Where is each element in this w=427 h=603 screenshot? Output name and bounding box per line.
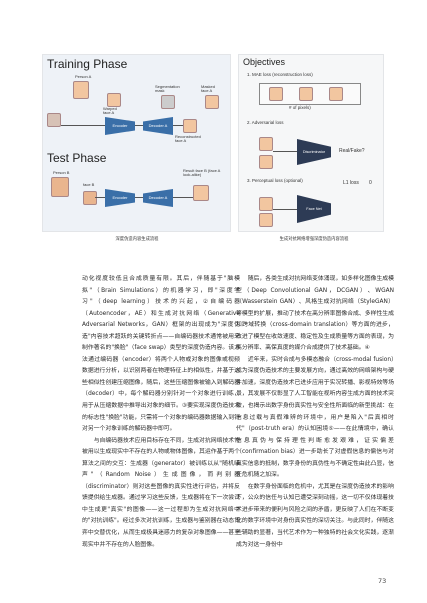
decoder-a-block-test: Decoder A <box>143 189 173 207</box>
mae-face-3 <box>329 87 343 101</box>
objective-mae-loss: 1. MAE loss (reconstruction loss) <box>247 72 313 77</box>
objective-perceptual-loss: 3. Perceptual loss (optional) <box>247 178 303 183</box>
face-b <box>83 191 97 205</box>
segmentation-mask <box>161 95 175 109</box>
paragraph: 与自编码器技术应用目标存在不同，生成对抗网络技术常被用以生成现实中不存在的人物或… <box>82 437 240 548</box>
encoder-block: Encoder <box>105 117 135 135</box>
face-net-block: Face Net <box>297 195 331 223</box>
segmentation-mask-label: Segmentation mask <box>155 84 180 94</box>
zero-label: 0 <box>369 180 372 186</box>
reconstructed-face-a <box>183 119 197 133</box>
flow-arrow <box>95 197 105 198</box>
paragraph: 在数字身份面临的危机中，尤其是在深度伪造技术的影响下，公众的信任与认知已遭受深刻… <box>236 483 394 548</box>
result-face-b <box>193 185 209 201</box>
left-text-column: 动化视度较低且合成质量有限。其后，伴随基于"脑模拟"（Brain Simulat… <box>82 274 240 551</box>
flow-arrow <box>173 197 193 198</box>
paragraph: 近年来，实时合成与多模态融合（cross-modal fusion）成为深度伪造… <box>236 356 394 479</box>
objective-adversarial-loss: 2. Adversarial loss <box>247 120 284 125</box>
mae-face-2 <box>299 87 313 101</box>
mae-face-1 <box>269 87 283 101</box>
warped-face-a <box>107 93 121 107</box>
person-b-label: Person B <box>53 170 70 175</box>
person-a-label: Person A <box>75 74 92 79</box>
flow-arrow <box>61 125 105 126</box>
masked-face-a-label: Masked face A <box>201 84 216 94</box>
training-phase-title: Training Phase <box>47 57 128 71</box>
input-face <box>47 113 61 127</box>
flow-arrow <box>135 197 143 198</box>
flow-arrow <box>135 125 143 126</box>
face-b-label: face B <box>83 182 95 187</box>
objectives-title: Objectives <box>243 57 286 67</box>
flow-arrow <box>273 151 297 152</box>
person-b-face <box>51 177 69 197</box>
encoder-block-test: Encoder <box>105 189 135 207</box>
decoder-a-block: Decoder A <box>143 117 173 135</box>
l1-loss-label: L1 loss <box>343 180 359 186</box>
pixels-label: # of pixels) <box>289 105 311 110</box>
test-phase-title: Test Phase <box>47 151 107 165</box>
result-face-b-label: Result face B (face A look-alike) <box>183 168 221 178</box>
paragraph: 随后，各类生成对抗网络变体涌现，如多样化图像生成模型（Deep Convolut… <box>236 276 394 352</box>
reconstructed-face-a-label: Reconstructed face A <box>175 134 201 144</box>
warped-face-a-label: Warped face A <box>103 106 117 116</box>
flow-arrow <box>173 125 183 126</box>
adv-face-2 <box>259 155 273 169</box>
masked-face-a <box>205 95 219 109</box>
paragraph: 动化视度较低且合成质量有限。其后，伴随基于"脑模拟"（Brain Simulat… <box>82 276 240 433</box>
discriminator-block: Discriminator <box>297 139 331 165</box>
figure-gan-objectives: Objectives 1. MAE loss (reconstruction l… <box>238 54 384 232</box>
flow-arrow <box>273 209 297 210</box>
page-number: 73 <box>378 577 387 585</box>
real-fake-label: Real/Fake? <box>339 148 365 154</box>
adv-face-1 <box>259 137 273 151</box>
perc-face-1 <box>259 197 273 211</box>
person-a-face <box>73 81 89 99</box>
figure-deepfake-pipeline: Training Phase Person A Warped face A En… <box>42 54 231 232</box>
perc-face-2 <box>259 213 273 227</box>
figure-left-caption: 深度伪造内容生成流程 <box>115 237 159 242</box>
figure-right-caption: 生成对抗网络增强深度伪造内容流程 <box>279 237 349 242</box>
right-text-column: 随后，各类生成对抗网络变体涌现，如多样化图像生成模型（Deep Convolut… <box>236 274 394 551</box>
